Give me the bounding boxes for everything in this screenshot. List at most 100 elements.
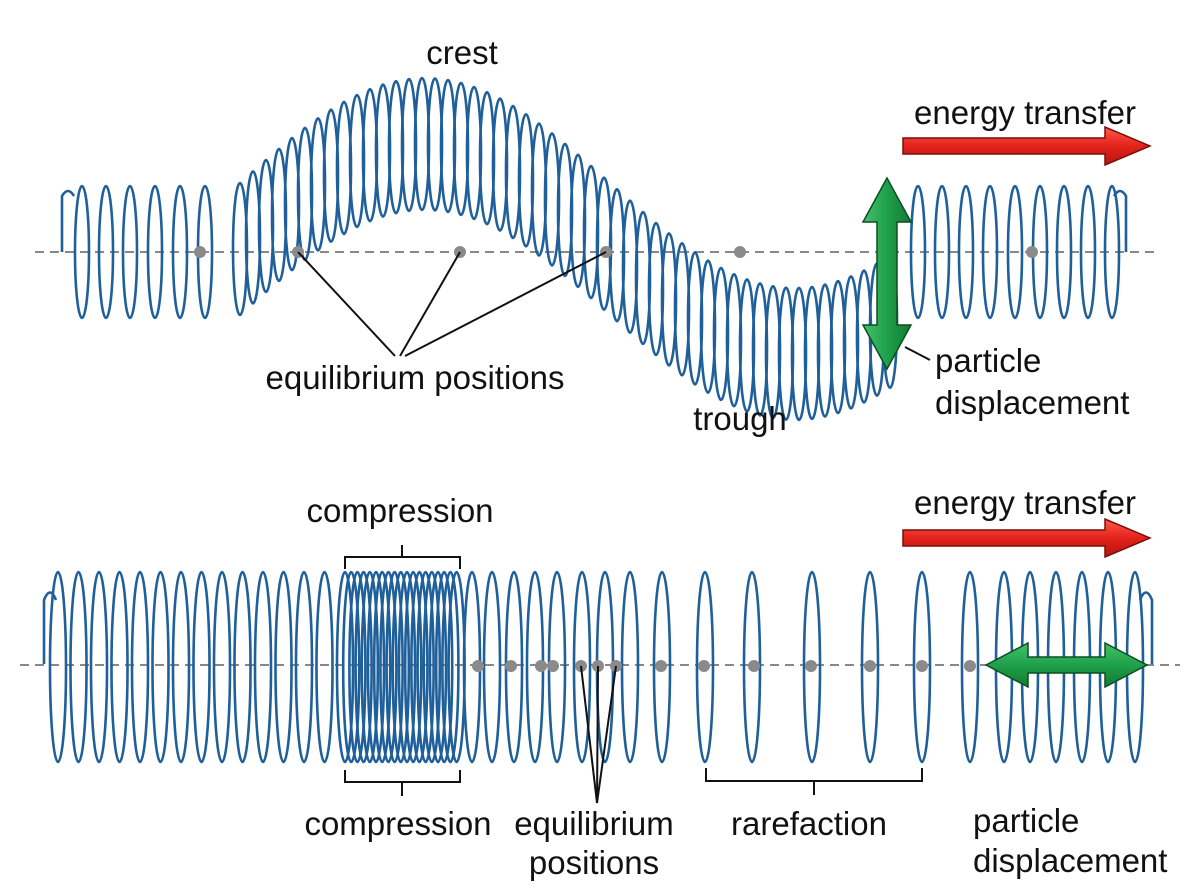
equilibrium-dot (748, 660, 760, 672)
equilibrium-dot (194, 246, 206, 258)
spring-coil (572, 570, 592, 764)
spring-coil (348, 570, 367, 764)
longitudinal-equilibrium-pointers (580, 665, 617, 804)
spring-coil (909, 184, 927, 320)
equilibrium-dot (655, 660, 667, 672)
transverse-equilibrium-label: equilibrium positions (266, 359, 565, 396)
spring-coil (335, 570, 355, 764)
spring-coil (1055, 184, 1073, 320)
spring-coil (171, 570, 191, 764)
longitudinal-spring (42, 570, 1154, 764)
spring-coil (960, 570, 980, 764)
spring-coil (652, 570, 672, 764)
spring-coil (294, 570, 314, 764)
rarefaction-bracket (705, 768, 923, 795)
transverse-energy-label: energy transfer (914, 94, 1136, 131)
spring-coil (212, 570, 232, 764)
spring-coil (957, 184, 975, 320)
spring-coil (416, 570, 435, 764)
spring-coil (482, 570, 502, 764)
transverse-displacement-arrow (861, 176, 931, 371)
equilibrium-dot (734, 246, 746, 258)
spring-coil (89, 570, 109, 764)
spring-coil (742, 570, 762, 764)
compression-top-label: compression (306, 492, 493, 529)
spring-coil (860, 570, 880, 764)
spring-coil (372, 570, 392, 764)
spring-coil (912, 570, 932, 764)
spring-coil (171, 184, 189, 320)
spring-coil (121, 184, 139, 320)
equilibrium-pointer-lines (297, 251, 607, 357)
spring-coil (397, 570, 417, 764)
spring-end-left (42, 591, 58, 664)
spring-coil (403, 570, 423, 764)
spring-coil (695, 570, 715, 764)
spring-coil (410, 570, 429, 764)
compression-top-bracket (344, 545, 461, 569)
longitudinal-equilibrium-label-1: equilibrium (514, 805, 674, 842)
equilibrium-dot (964, 660, 976, 672)
spring-coil (130, 570, 150, 764)
spring-coil (253, 570, 273, 764)
spring-coil (146, 184, 164, 320)
longitudinal-particles (472, 660, 976, 672)
compression-bottom-label: compression (304, 805, 491, 842)
spring-coil (73, 184, 91, 320)
spring-coil (48, 570, 68, 764)
spring-coil (385, 570, 404, 764)
spring-coil (933, 184, 951, 320)
spring-coil (1006, 184, 1024, 320)
spring-end-right (1138, 591, 1154, 664)
longitudinal-energy-label: energy transfer (914, 484, 1136, 521)
compression-bottom-bracket (344, 770, 461, 796)
spring-coil (981, 184, 999, 320)
equilibrium-dot (805, 660, 817, 672)
spring-coil (379, 570, 398, 764)
spring-coil (341, 570, 361, 764)
spring-coil (274, 570, 293, 764)
spring-end-left (60, 189, 76, 252)
longitudinal-equilibrium-label-2: positions (529, 844, 659, 881)
longitudinal-energy-arrow (902, 517, 1152, 559)
spring-coil (97, 184, 115, 320)
equilibrium-dot (472, 660, 484, 672)
transverse-energy-arrow (902, 125, 1152, 167)
spring-coil (360, 570, 380, 764)
longitudinal-displacement-arrow (984, 641, 1149, 689)
spring-coil (233, 570, 252, 764)
longitudinal-displacement-label-1: particle (973, 802, 1079, 839)
spring-coil (802, 570, 822, 764)
spring-coil (1103, 184, 1121, 320)
equilibrium-dot (864, 660, 876, 672)
crest-label: crest (426, 34, 498, 71)
spring-coil (354, 570, 373, 764)
longitudinal-wave: compression compression equilibrium posi… (20, 484, 1180, 881)
spring-coil (422, 570, 442, 764)
rarefaction-label: rarefaction (731, 805, 887, 842)
spring-coil (391, 570, 411, 764)
transverse-displacement-label-1: particle (935, 342, 1041, 379)
equilibrium-dot (547, 660, 559, 672)
spring-coil (434, 570, 454, 764)
spring-end-right (1112, 189, 1128, 252)
equilibrium-dot (916, 660, 928, 672)
spring-coil (315, 570, 334, 764)
spring-coil (151, 570, 170, 764)
spring-coil (366, 570, 386, 764)
equilibrium-dot (698, 660, 710, 672)
spring-coil (110, 570, 129, 764)
spring-coil (441, 570, 460, 764)
spring-coil (1079, 184, 1097, 320)
transverse-wave: crest trough equilibrium positions energ… (35, 34, 1160, 437)
longitudinal-displacement-label-2: displacement (973, 842, 1167, 879)
spring-coil (192, 570, 211, 764)
trough-label: trough (693, 400, 787, 437)
transverse-displacement-label-2: displacement (935, 384, 1129, 421)
equilibrium-dot (1026, 246, 1038, 258)
equilibrium-dot (535, 660, 547, 672)
equilibrium-dot (505, 660, 517, 672)
spring-coil (69, 570, 88, 764)
